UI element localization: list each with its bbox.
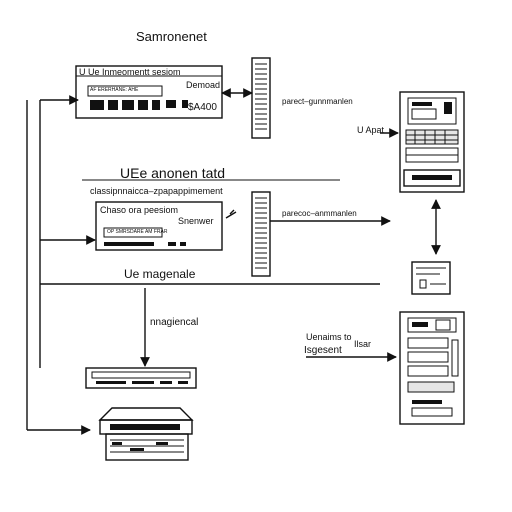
session-box: [95, 201, 223, 251]
session-box-title: Chaso ora peesiom: [100, 205, 179, 215]
top-box-right-label: Demoad: [186, 80, 221, 90]
bottom-right-line1: Uenaims to: [306, 332, 352, 342]
right-label-3: parecoc–anmmanlen: [282, 209, 357, 218]
rack-unit-2: [251, 191, 271, 277]
right-label-2: U Apat: [357, 125, 385, 135]
diagram-title: Samronenet: [136, 29, 207, 44]
top-box-small-text: AF ERERHANE: AHE: [90, 87, 139, 93]
top-box-value: $A400: [188, 102, 217, 113]
session-box-small-text: OP SMRSDARE AM FRAR: [107, 229, 168, 235]
computer-terminal-icon: [399, 91, 465, 193]
section3-sublabel: nnagiencal: [150, 317, 199, 328]
section2-subheading: classipnnaicca–zpapappimement: [90, 186, 223, 196]
plug-icon: [225, 209, 237, 219]
rack-unit-1: [251, 57, 271, 139]
printer-server-icon: [98, 407, 194, 461]
server-tower-icon: [399, 311, 465, 425]
bottom-right-line2: Isgesent: [304, 345, 342, 356]
session-box-right: Snenwer: [178, 216, 214, 226]
keyboard-device-icon: [85, 367, 197, 389]
top-box: [75, 65, 223, 119]
section2-heading: UEe anonen tatd: [120, 165, 226, 181]
section3-heading: Ue magenale: [124, 267, 196, 281]
right-label-1: parect–gunnmanlen: [282, 97, 353, 106]
small-device-icon: [411, 261, 451, 295]
top-box-header: U Ue Inmeomentt sesiom: [79, 67, 181, 77]
bottom-right-line2-right: Ilsar: [354, 339, 372, 349]
